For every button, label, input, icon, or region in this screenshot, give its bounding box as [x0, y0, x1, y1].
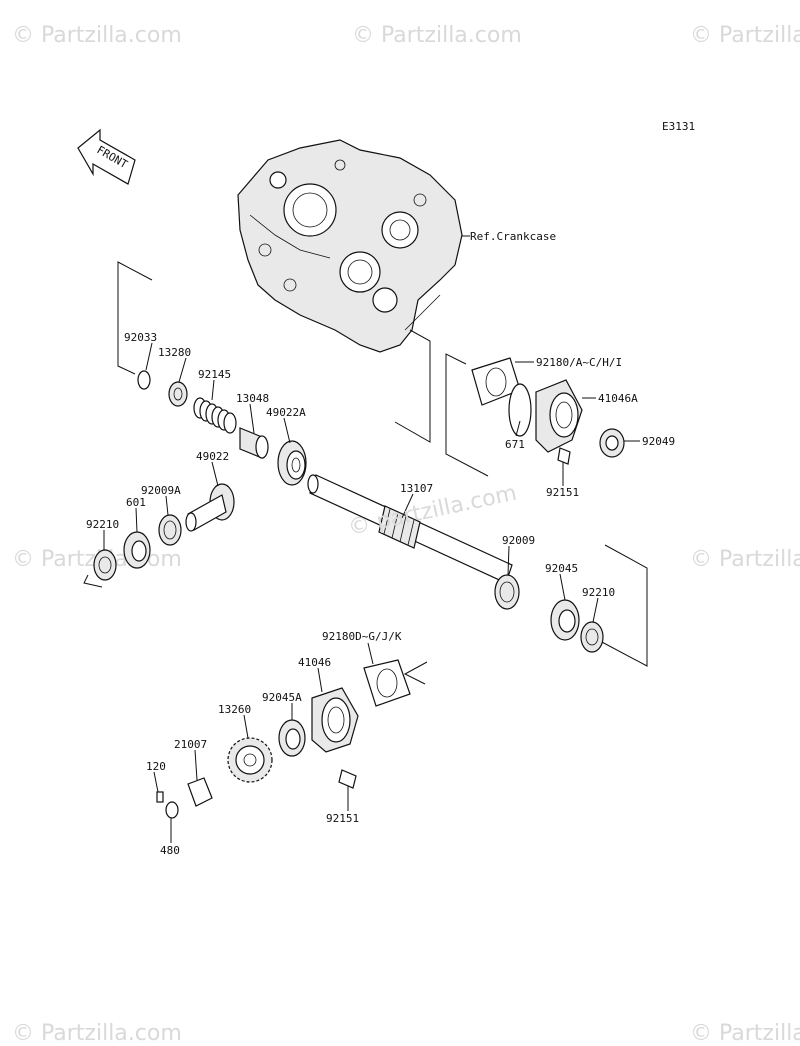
watermark-bottom-right: © Partzilla.com	[690, 1021, 800, 1046]
label-13260[interactable]: 13260	[218, 703, 251, 716]
label-49022[interactable]: 49022	[196, 450, 229, 463]
diagram-code: E3131	[662, 120, 695, 133]
part-92009-seal[interactable]	[494, 574, 520, 610]
label-92151-upper[interactable]: 92151	[546, 486, 579, 499]
front-arrow-icon: FRONT	[77, 128, 136, 185]
part-13260-gear[interactable]	[227, 737, 273, 783]
part-92045A-bearing[interactable]	[278, 719, 306, 757]
part-49022-gear[interactable]	[185, 483, 235, 532]
label-49022A[interactable]: 49022A	[266, 406, 306, 419]
label-92180-DG[interactable]: 92180D~G/J/K	[322, 630, 402, 643]
label-601[interactable]: 601	[126, 496, 146, 509]
leader-lines	[103, 342, 640, 843]
crankcase-illustration	[237, 139, 463, 353]
part-120-screw[interactable]	[156, 791, 164, 803]
part-92210-seal-right[interactable]	[580, 621, 604, 653]
part-49022A-gear[interactable]	[277, 440, 307, 486]
part-671-oring[interactable]	[508, 383, 532, 437]
watermarks: © Partzilla.com © Partzilla.com © Partzi…	[12, 23, 800, 1046]
watermark-top-center: © Partzilla.com	[352, 23, 522, 48]
label-480[interactable]: 480	[160, 844, 180, 857]
label-92145[interactable]: 92145	[198, 368, 231, 381]
watermark-mid-right: © Partzilla.com	[690, 547, 800, 572]
label-13280[interactable]: 13280	[158, 346, 191, 359]
label-92009[interactable]: 92009	[502, 534, 535, 547]
part-13048-sleeve[interactable]	[239, 427, 269, 459]
label-13048[interactable]: 13048	[236, 392, 269, 405]
part-480-ring[interactable]	[165, 801, 179, 819]
ref-crankcase-label: Ref.Crankcase	[470, 230, 556, 243]
part-92045-bearing[interactable]	[550, 599, 580, 641]
label-92210-left[interactable]: 92210	[86, 518, 119, 531]
part-92210-seal-left[interactable]	[93, 549, 117, 581]
label-92045[interactable]: 92045	[545, 562, 578, 575]
label-92151-lower[interactable]: 92151	[326, 812, 359, 825]
label-92180-AC[interactable]: 92180/A~C/H/I	[536, 356, 622, 369]
part-601-bearing[interactable]	[123, 531, 151, 569]
part-92049-seal[interactable]	[599, 428, 625, 458]
label-671[interactable]: 671	[505, 438, 525, 451]
label-92045A[interactable]: 92045A	[262, 691, 302, 704]
label-21007[interactable]: 21007	[174, 738, 207, 751]
label-92049[interactable]: 92049	[642, 435, 675, 448]
part-92009A-seal[interactable]	[158, 514, 182, 546]
part-92151-bolt-upper[interactable]	[557, 447, 571, 475]
watermark-top-left: © Partzilla.com	[12, 23, 182, 48]
part-13280-collar[interactable]	[168, 381, 188, 407]
label-92210-right[interactable]: 92210	[582, 586, 615, 599]
label-13107[interactable]: 13107	[400, 482, 433, 495]
part-92180-gasket-lower[interactable]	[363, 659, 411, 707]
part-92145-spring[interactable]	[193, 397, 237, 434]
assembly-lines	[83, 261, 648, 685]
label-41046[interactable]: 41046	[298, 656, 331, 669]
part-92180-gasket-upper[interactable]	[471, 357, 521, 406]
label-92033[interactable]: 92033	[124, 331, 157, 344]
part-41046-housing[interactable]	[311, 687, 359, 753]
part-21007-plate[interactable]	[187, 777, 213, 807]
part-92151-bolt-lower[interactable]	[338, 769, 357, 800]
label-41046A[interactable]: 41046A	[598, 392, 638, 405]
watermark-top-right: © Partzilla.com	[690, 23, 800, 48]
watermark-bottom-left: © Partzilla.com	[12, 1021, 182, 1046]
label-120[interactable]: 120	[146, 760, 166, 773]
part-labels: 92033 13280 92145 13048 49022A 49022 920…	[86, 331, 675, 857]
label-92009A[interactable]: 92009A	[141, 484, 181, 497]
part-41046A-housing[interactable]	[535, 379, 583, 453]
part-92033-clip[interactable]	[137, 370, 151, 390]
